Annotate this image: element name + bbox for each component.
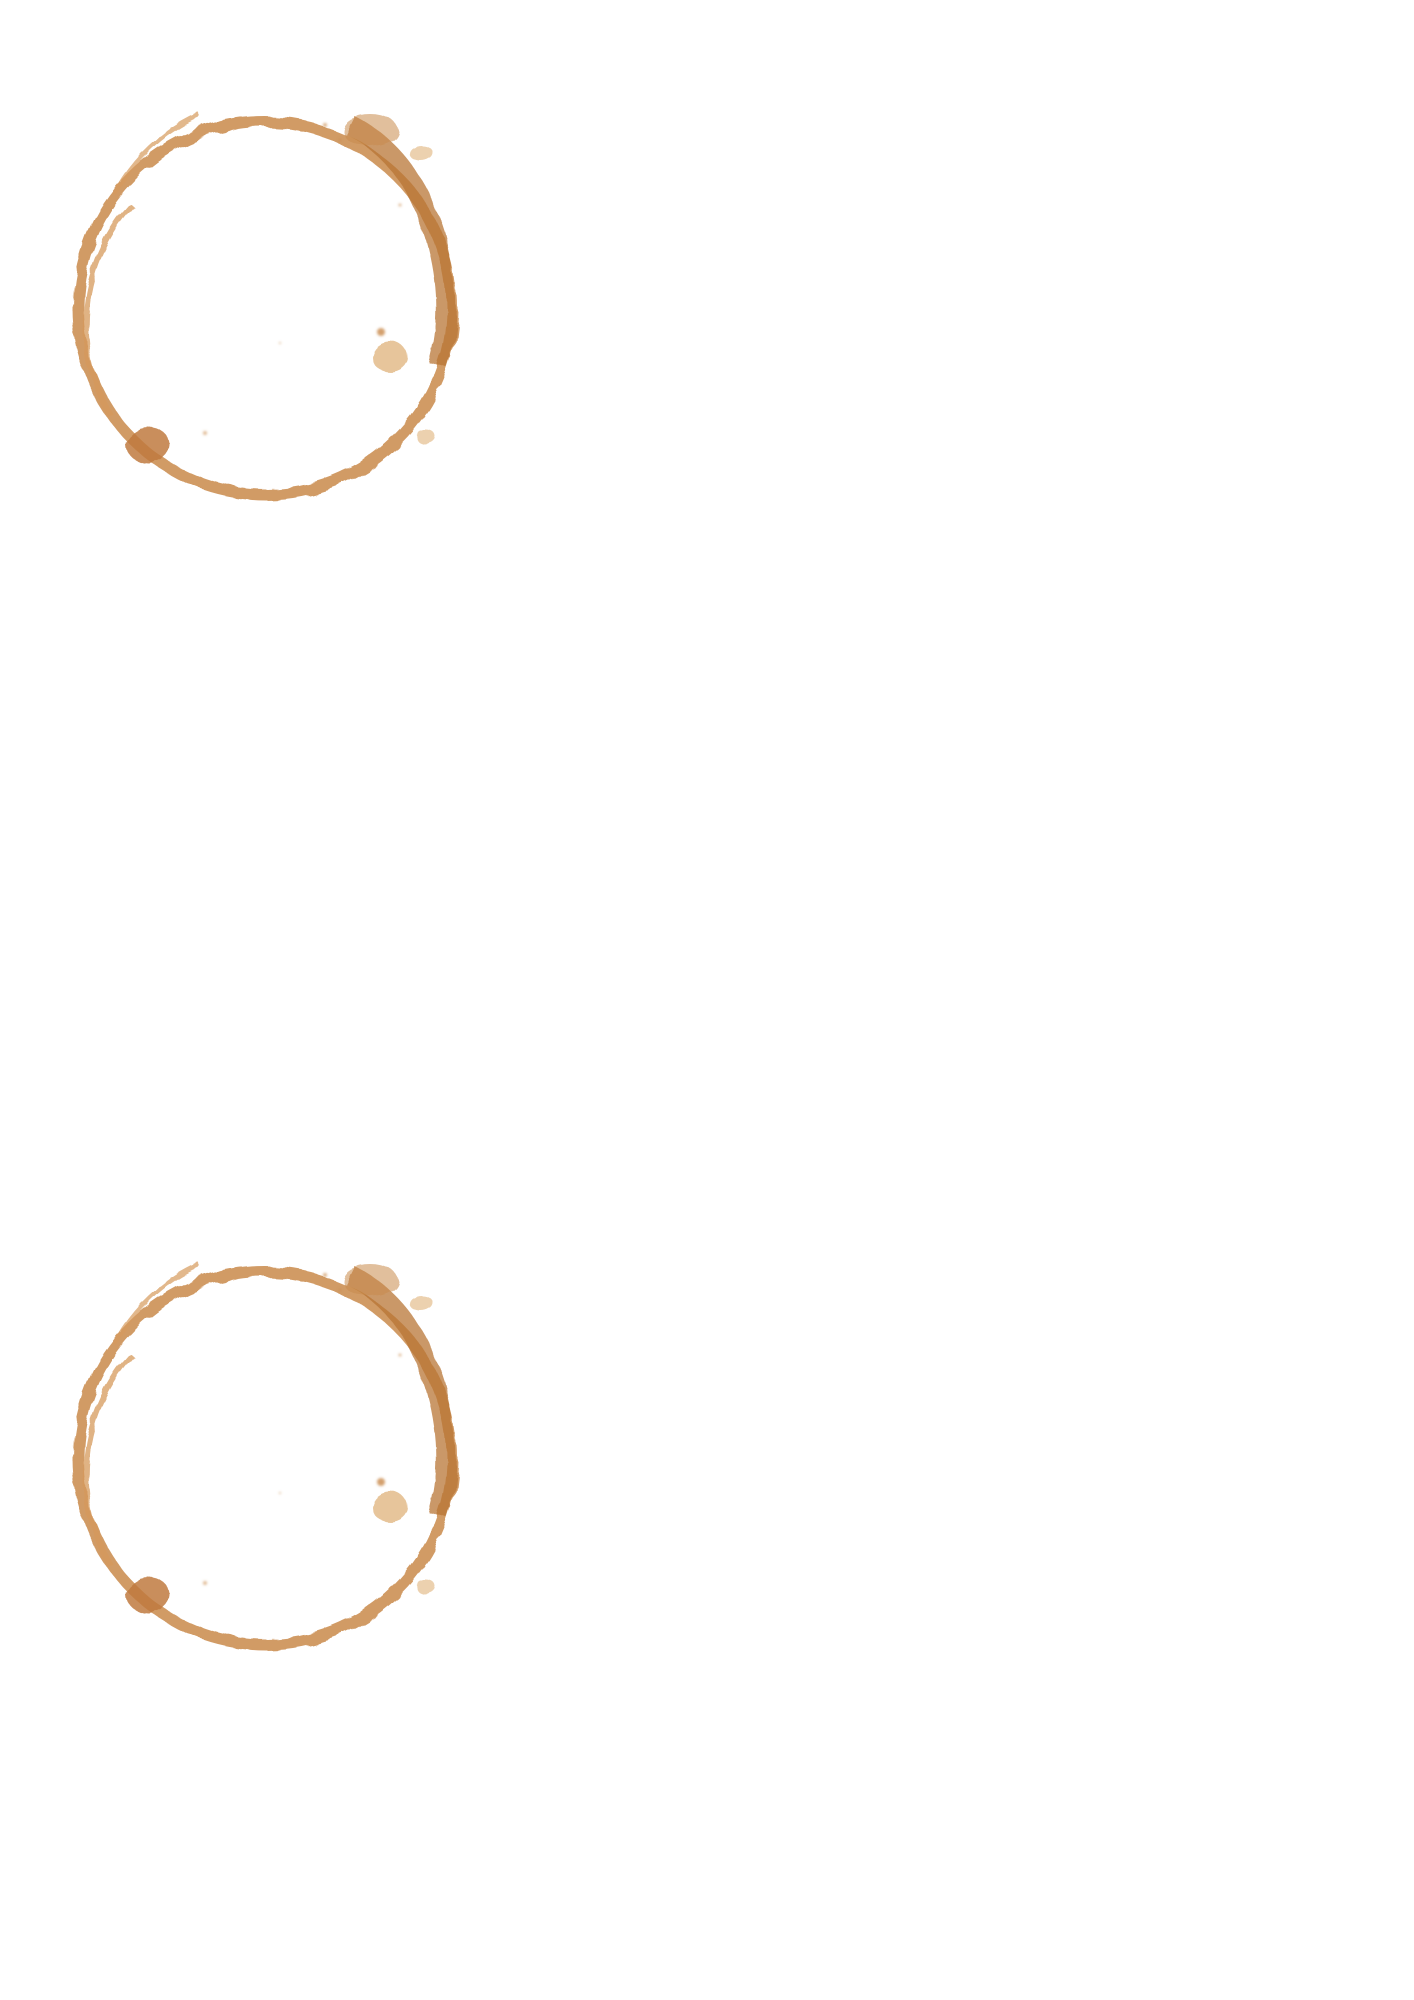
coffee-ring-icon	[72, 1262, 458, 1650]
coffee-ring-icon	[72, 112, 458, 500]
coffee-ring-stain-bottom	[40, 1235, 500, 1695]
coffee-ring-stain-top	[40, 85, 500, 545]
